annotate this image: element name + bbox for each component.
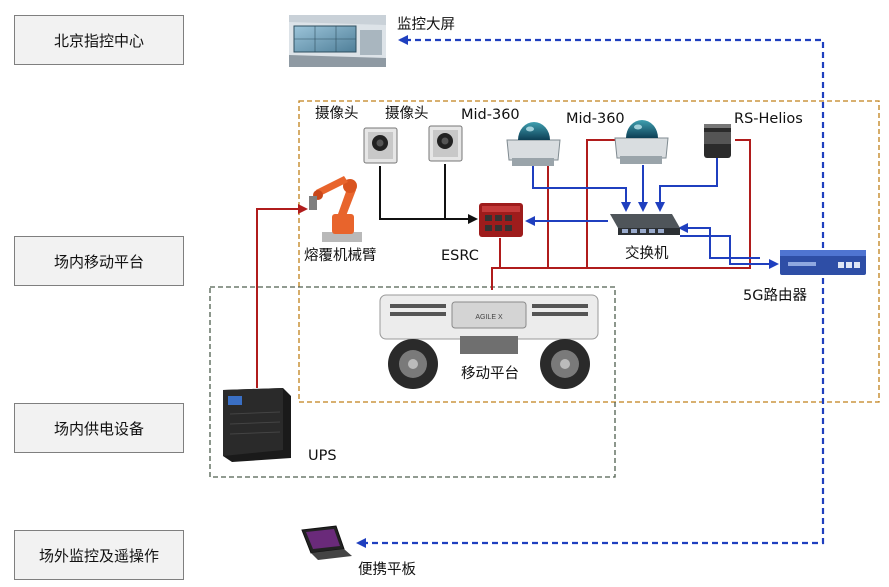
camera-1-image <box>363 127 398 164</box>
power-line-ups-to-arm <box>256 204 308 388</box>
wireless-link-to-tablet <box>356 278 825 548</box>
zone-label: 场外监控及遥操作 <box>38 546 159 565</box>
data-switch-router <box>680 235 779 269</box>
label-tablet: 便携平板 <box>358 562 416 578</box>
label-5g-router: 5G路由器 <box>743 288 807 304</box>
label-lidar-mid360-1: Mid-360 <box>461 107 520 123</box>
zone-mobile-platform: 场内移动平台 <box>14 236 184 286</box>
power-line-lidar2 <box>586 139 620 268</box>
data-lidar3-switch <box>655 158 718 212</box>
label-camera-2: 摄像头 <box>385 106 429 122</box>
label-lidar-mid360-2: Mid-360 <box>566 111 625 127</box>
label-switch: 交换机 <box>625 246 669 262</box>
label-lidar-rs-helios: RS-Helios <box>734 111 803 127</box>
network-switch-image <box>610 214 680 235</box>
label-mobile-base: 移动平台 <box>461 366 519 382</box>
label-big-screen: 监控大屏 <box>397 17 455 33</box>
label-esrc: ESRC <box>441 248 479 264</box>
wireless-link-to-screen <box>398 35 825 248</box>
esrc-controller-image <box>479 203 523 237</box>
5g-router-image <box>780 250 866 275</box>
lidar-mid360-1-image <box>506 122 561 166</box>
data-router-switch <box>678 223 760 259</box>
tablet-image <box>301 525 352 560</box>
ups-image <box>223 388 291 462</box>
camera-2-image <box>428 125 463 162</box>
robot-arm-image <box>309 176 362 242</box>
zone-label: 场内移动平台 <box>53 252 144 271</box>
ethernet-camera1-esrc <box>379 166 478 224</box>
platform-region-border <box>298 100 880 403</box>
label-robot-arm: 熔覆机械臂 <box>304 248 377 264</box>
zone-remote-operation: 场外监控及遥操作 <box>14 530 184 580</box>
zone-label: 场内供电设备 <box>53 419 144 438</box>
lidar-mid360-2-image <box>614 120 669 164</box>
power-region-border <box>209 286 616 478</box>
platform-brand-logo: AGILE X <box>475 314 503 321</box>
zone-power-supply: 场内供电设备 <box>14 403 184 453</box>
label-ups: UPS <box>308 448 337 464</box>
big-screen-image <box>289 15 386 67</box>
zone-label: 北京指控中心 <box>53 31 144 50</box>
zone-beijing-command: 北京指控中心 <box>14 15 184 65</box>
data-lidar1-switch <box>532 166 631 212</box>
power-line-bus <box>491 139 751 290</box>
mobile-platform-image: AGILE X <box>379 294 599 389</box>
lidar-rs-helios-image <box>704 124 731 158</box>
label-camera-1: 摄像头 <box>315 106 359 122</box>
